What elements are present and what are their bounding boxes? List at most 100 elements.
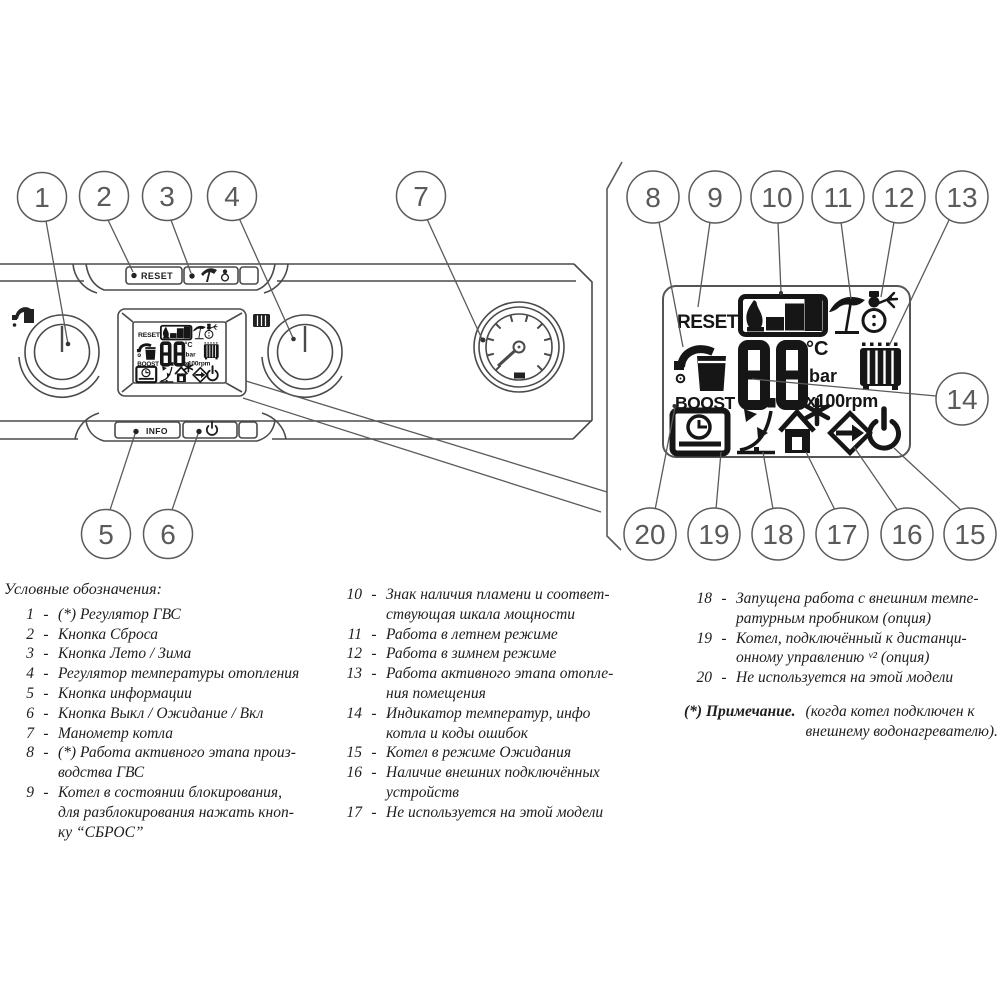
legend-item-dash: - bbox=[721, 629, 727, 647]
svg-text:12: 12 bbox=[883, 182, 914, 213]
legend-item-7: 7-Манометр котла bbox=[4, 724, 336, 744]
legend-item-number: 14 bbox=[346, 704, 363, 722]
legend-item-text: (*) Работа активного этапа произ- водств… bbox=[58, 744, 296, 782]
legend-item-12: 12-Работа в зимнем режиме bbox=[338, 644, 662, 664]
legend-note: (*) Примечание. (когда котел подключен к… bbox=[666, 702, 1000, 742]
callout-18: 18 bbox=[751, 507, 805, 561]
summer-winter-button-dot bbox=[189, 273, 195, 279]
callout-4: 4 bbox=[206, 170, 258, 222]
legend-item-dash: - bbox=[371, 803, 377, 821]
info-button-label: INFO bbox=[146, 426, 168, 436]
legend-item-text: Кнопка Выкл / Ожидание / Вкл bbox=[58, 704, 264, 722]
legend-item-dash: - bbox=[371, 704, 377, 722]
svg-text:16: 16 bbox=[891, 519, 922, 550]
legend-item-number: 16 bbox=[346, 764, 363, 782]
legend-item-number: 2 bbox=[26, 625, 34, 643]
mini-lcd-content bbox=[134, 321, 221, 385]
legend-item-number: 3 bbox=[26, 645, 34, 663]
legend-column-1: Условные обозначения: 1-(*) Регулятор ГВ… bbox=[4, 580, 336, 842]
svg-text:18: 18 bbox=[762, 519, 793, 550]
legend-item-17: 17-Не используется на этой модели bbox=[338, 803, 662, 823]
legend-item-number: 1 bbox=[26, 605, 34, 623]
legend-item-number: 12 bbox=[346, 645, 363, 663]
heating-knob bbox=[253, 314, 343, 398]
callout-12: 12 bbox=[872, 170, 926, 224]
legend-item-10: 10-Знак наличия пламени и соответ- ствую… bbox=[338, 585, 662, 625]
room-heating-icon bbox=[778, 397, 831, 453]
external-devices-icon bbox=[827, 410, 873, 456]
legend-column-3: 18-Запущена работа с внешним темпе- рату… bbox=[666, 589, 1000, 742]
legend-item-number: 10 bbox=[346, 586, 363, 603]
info-button bbox=[114, 421, 181, 439]
info-button-dot bbox=[133, 428, 139, 435]
power-button bbox=[182, 421, 238, 439]
legend-item-dash: - bbox=[43, 783, 49, 801]
dhw-active-icon bbox=[674, 345, 726, 391]
dhw-knob bbox=[12, 307, 100, 398]
legend-item-text: Не используется на этой модели bbox=[736, 669, 954, 687]
legend-item-20: 20-Не используется на этой модели bbox=[666, 668, 1000, 688]
legend-item-text: Работа активного этапа отопле- ния помещ… bbox=[386, 665, 614, 702]
legend-item-text: Регулятор температуры отопления bbox=[58, 665, 300, 683]
lcd-reset-text: RESET bbox=[677, 312, 739, 333]
callout-15: 15 bbox=[943, 507, 997, 561]
callout-16: 16 bbox=[880, 507, 934, 561]
umbrella-icon bbox=[201, 268, 217, 282]
legend-item-text: Кнопка Сброса bbox=[58, 625, 158, 643]
legend-item-9: 9-Котел в состоянии блокирования, для ра… bbox=[4, 783, 336, 842]
legend-item-11: 11-Работа в летнем режиме bbox=[338, 625, 662, 645]
top-button-tray: RESET bbox=[72, 263, 289, 294]
legend-item-text: Наличие внешних подключённых устройств bbox=[386, 764, 600, 801]
legend-note-text: (когда котел подключен к внешнему водона… bbox=[805, 702, 998, 740]
callout-2: 2 bbox=[78, 170, 130, 222]
svg-text:2: 2 bbox=[96, 181, 112, 212]
legend-item-number: 4 bbox=[26, 665, 34, 683]
legend-item-15: 15-Котел в режиме Ожидания bbox=[338, 743, 662, 763]
callout-13: 13 bbox=[935, 170, 989, 224]
svg-text:3: 3 bbox=[159, 181, 175, 212]
legend-item-dash: - bbox=[43, 704, 49, 722]
legend-item-16: 16-Наличие внешних подключённых устройст… bbox=[338, 763, 662, 803]
legend-item-8: 8-(*) Работа активного этапа произ- водс… bbox=[4, 743, 336, 783]
legend-item-2: 2-Кнопка Сброса bbox=[4, 625, 336, 645]
legend-item-text: Котел в состоянии блокирования, для разб… bbox=[58, 783, 294, 841]
legend-item-18: 18-Запущена работа с внешним темпе- рату… bbox=[666, 589, 1000, 629]
legend-item-3: 3-Кнопка Лето / Зима bbox=[4, 644, 336, 664]
svg-text:1: 1 bbox=[34, 182, 50, 213]
temperature-digits bbox=[738, 340, 808, 410]
legend-item-1: 1-(*) Регулятор ГВС bbox=[4, 605, 336, 625]
legend-item-dash: - bbox=[371, 744, 377, 762]
legend-item-dash: - bbox=[43, 645, 49, 663]
legend-item-14: 14-Индикатор температур, инфо котла и ко… bbox=[338, 704, 662, 744]
legend-item-text: Котел в режиме Ожидания bbox=[386, 744, 572, 762]
unit-celsius: °C bbox=[806, 338, 828, 360]
panel-outline bbox=[0, 263, 593, 440]
legend-item-number: 6 bbox=[26, 704, 34, 722]
snowman-icon bbox=[220, 269, 230, 282]
legend-item-dash: - bbox=[371, 586, 377, 603]
panel-lcd-display bbox=[117, 308, 247, 397]
svg-text:15: 15 bbox=[954, 519, 985, 550]
legend-item-13: 13-Работа активного этапа отопле- ния по… bbox=[338, 664, 662, 704]
svg-text:10: 10 bbox=[761, 182, 792, 213]
svg-text:13: 13 bbox=[946, 182, 977, 213]
legend-item-number: 8 bbox=[26, 744, 34, 762]
svg-text:7: 7 bbox=[413, 181, 429, 212]
legend-item-number: 7 bbox=[26, 724, 34, 742]
blank-button bbox=[239, 266, 259, 285]
legend-item-text: Кнопка Лето / Зима bbox=[58, 645, 192, 663]
callout-5: 5 bbox=[80, 508, 132, 560]
legend-item-4: 4-Регулятор температуры отопления bbox=[4, 664, 336, 684]
heating-active-icon bbox=[860, 342, 901, 390]
standby-icon bbox=[867, 406, 901, 451]
callout-17: 17 bbox=[815, 507, 869, 561]
svg-text:5: 5 bbox=[98, 519, 114, 550]
legend-item-dash: - bbox=[371, 764, 377, 782]
legend-item-dash: - bbox=[43, 605, 49, 623]
legend-item-dash: - bbox=[721, 669, 727, 687]
legend-item-text: Знак наличия пламени и соответ- ствующая… bbox=[386, 586, 610, 623]
legend-item-text: Не используется на этой модели bbox=[386, 803, 604, 821]
legend-item-dash: - bbox=[371, 665, 377, 683]
legend-item-19: 19-Котел, подключённый к дистанци- онном… bbox=[666, 629, 1000, 669]
legend-item-dash: - bbox=[43, 744, 49, 762]
